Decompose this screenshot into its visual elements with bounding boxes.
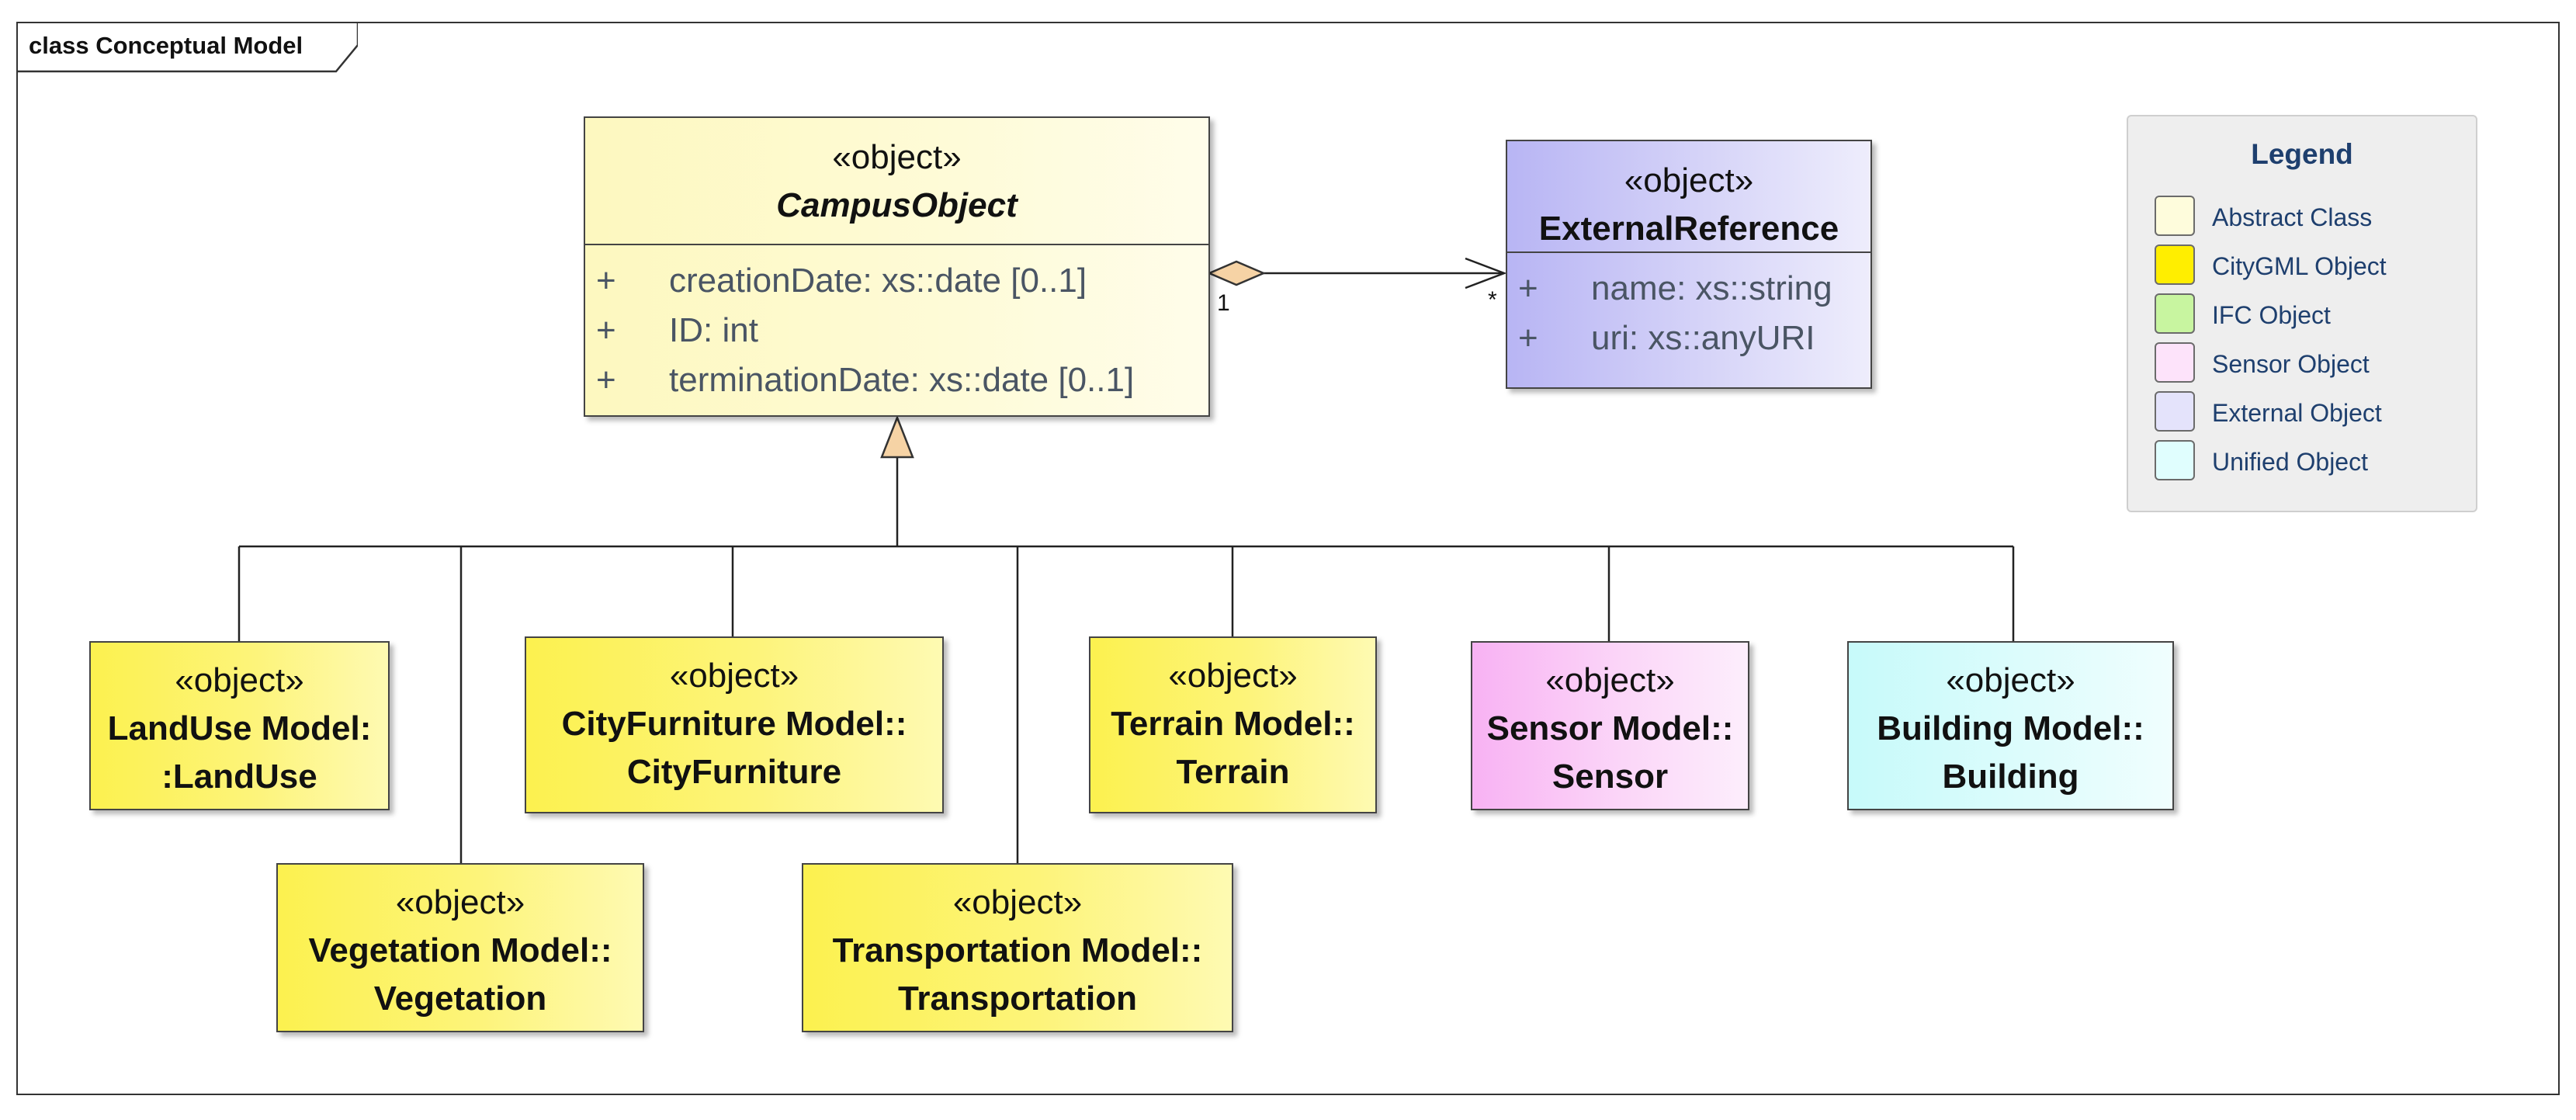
external-reference-header: «object» ExternalReference xyxy=(1507,141,1870,251)
legend-swatch xyxy=(2155,440,2195,480)
building-class[interactable]: «object» Building Model:: Building xyxy=(1847,641,2174,810)
class-name-line1: Terrain Model:: xyxy=(1111,705,1355,743)
stereotype-label: «object» xyxy=(1946,661,2075,699)
target-multiplicity: * xyxy=(1488,287,1497,313)
sensor-class[interactable]: «object» Sensor Model:: Sensor xyxy=(1471,641,1749,810)
legend-label: Unified Object xyxy=(2212,448,2368,476)
class-name-line1: Building Model:: xyxy=(1877,709,2144,747)
source-multiplicity: 1 xyxy=(1217,290,1230,316)
legend-label: CityGML Object xyxy=(2212,252,2387,280)
legend-swatch xyxy=(2155,196,2195,236)
stereotype-label: «object» xyxy=(1624,161,1754,199)
class-name-line1: Sensor Model:: xyxy=(1486,709,1734,747)
legend-label: Abstract Class xyxy=(2212,203,2373,231)
legend-swatch xyxy=(2155,391,2195,432)
legend-label: Sensor Object xyxy=(2212,350,2370,378)
class-name-line1: LandUse Model: xyxy=(107,709,372,747)
class-name-line2: Terrain xyxy=(1176,753,1290,791)
campus-object-class[interactable]: «object» CampusObject +creationDate: xs:… xyxy=(584,116,1210,417)
legend-label: IFC Object xyxy=(2212,301,2331,329)
stereotype-label: «object» xyxy=(395,883,525,921)
external-reference-class[interactable]: «object» ExternalReference +name: xs::st… xyxy=(1506,140,1872,389)
landuse-class[interactable]: «object» LandUse Model: :LandUse xyxy=(89,641,390,810)
class-name-line2: CityFurniture xyxy=(626,753,842,791)
stereotype-label: «object» xyxy=(669,657,799,695)
frame-title: class Conceptual Model xyxy=(29,32,303,59)
attribute-list: +creationDate: xs::date [0..1] +ID: int … xyxy=(585,244,1208,405)
class-name-line2: :LandUse xyxy=(161,758,317,796)
class-name-line2: Vegetation xyxy=(373,980,547,1018)
class-name: CampusObject xyxy=(776,186,1018,224)
class-name-line2: Building xyxy=(1942,758,2079,796)
frame-label: class Conceptual Model xyxy=(16,22,358,73)
legend-swatch xyxy=(2155,293,2195,334)
transportation-class[interactable]: «object» Transportation Model:: Transpor… xyxy=(802,863,1233,1032)
class-name-line1: Transportation Model:: xyxy=(832,931,1203,969)
vegetation-class[interactable]: «object» Vegetation Model:: Vegetation xyxy=(276,863,644,1032)
diagram-frame xyxy=(16,22,2560,1095)
association-arrowhead xyxy=(1465,257,1507,290)
attribute-row: +name: xs::string xyxy=(1518,269,1832,307)
attribute-list: +name: xs::string +uri: xs::anyURI xyxy=(1507,251,1870,363)
campus-object-header: «object» CampusObject xyxy=(585,118,1208,234)
class-name-line1: Vegetation Model:: xyxy=(308,931,612,969)
frame-label-tab xyxy=(16,22,358,73)
stereotype-label: «object» xyxy=(175,661,304,699)
cityfurniture-class[interactable]: «object» CityFurniture Model:: CityFurni… xyxy=(525,636,944,813)
attribute-row: +ID: int xyxy=(596,311,758,349)
stereotype-label: «object» xyxy=(1168,657,1298,695)
class-name: ExternalReference xyxy=(1538,210,1839,248)
terrain-class[interactable]: «object» Terrain Model:: Terrain xyxy=(1089,636,1377,813)
class-name-line1: CityFurniture Model:: xyxy=(561,705,907,743)
aggregation-diamond xyxy=(1206,260,1267,286)
class-name-line2: Transportation xyxy=(897,980,1138,1018)
legend-swatch xyxy=(2155,244,2195,285)
attribute-row: +creationDate: xs::date [0..1] xyxy=(596,262,1087,300)
legend-panel: Legend Abstract Class CityGML Object IFC… xyxy=(2127,115,2477,512)
attribute-row: +uri: xs::anyURI xyxy=(1518,319,1815,357)
class-name-line2: Sensor xyxy=(1551,758,1669,796)
stereotype-label: «object» xyxy=(832,138,962,176)
legend-swatch xyxy=(2155,342,2195,383)
legend-label: External Object xyxy=(2212,399,2382,427)
stereotype-label: «object» xyxy=(1545,661,1675,699)
attribute-row: +terminationDate: xs::date [0..1] xyxy=(596,361,1135,399)
generalization-arrowhead xyxy=(880,414,914,459)
stereotype-label: «object» xyxy=(952,883,1083,921)
legend-title: Legend xyxy=(2251,138,2353,170)
